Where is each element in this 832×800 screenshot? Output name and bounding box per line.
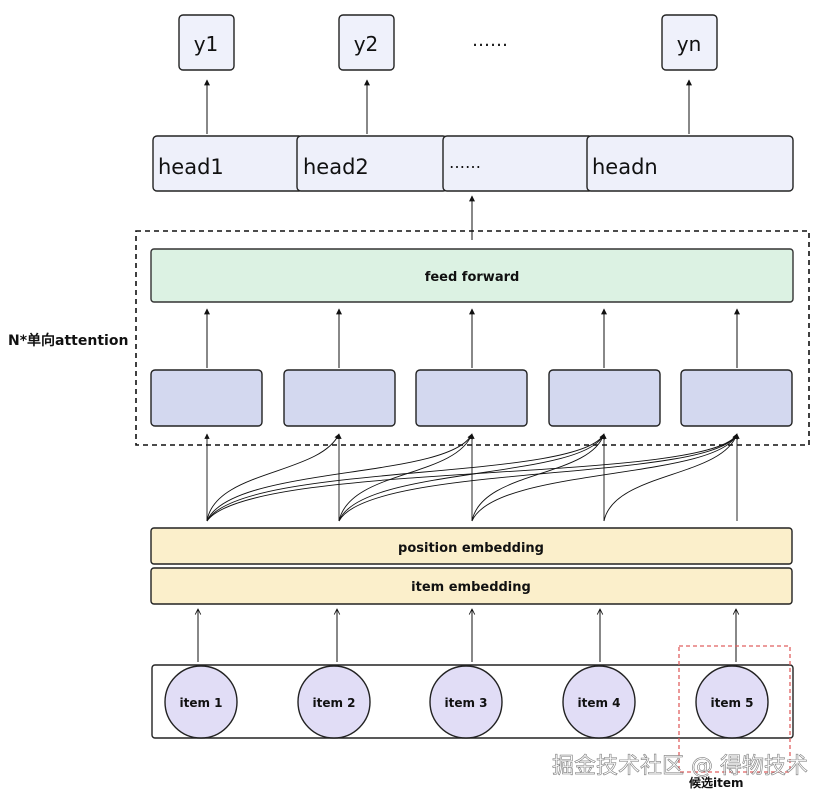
candidate-label: 候选item xyxy=(689,775,744,790)
position-embedding: position embedding xyxy=(150,527,793,565)
head-n: headn xyxy=(586,135,794,192)
attention-box-3 xyxy=(415,369,528,427)
output-y1-label: y1 xyxy=(194,32,219,56)
item-5: item 5 xyxy=(695,665,769,739)
attention-box-2 xyxy=(283,369,396,427)
output-y1: y1 xyxy=(178,14,235,71)
item-embedding: item embedding xyxy=(150,567,793,605)
item-4: item 4 xyxy=(562,665,636,739)
feed-forward-label: feed forward xyxy=(425,270,520,285)
items-to-embedding-arrows xyxy=(198,609,736,662)
item-3: item 3 xyxy=(429,665,503,739)
item-5-label: item 5 xyxy=(710,696,753,710)
head-ellipsis-label: …… xyxy=(449,153,481,172)
output-yn-label: yn xyxy=(677,32,702,56)
item-4-label: item 4 xyxy=(577,696,620,710)
output-y2: y2 xyxy=(338,14,395,71)
item-1-label: item 1 xyxy=(179,696,222,710)
attention-box-5 xyxy=(680,369,793,427)
item-3-label: item 3 xyxy=(444,696,487,710)
heads-row: head1 head2 …… headn xyxy=(152,135,794,192)
feed-forward-layer: feed forward xyxy=(150,248,794,303)
attention-block-border xyxy=(135,230,810,446)
head-to-output-arrows xyxy=(204,79,692,134)
attention-block-label: N*单向attention xyxy=(8,332,128,349)
head-1-label: head1 xyxy=(158,155,224,179)
item-2-label: item 2 xyxy=(312,696,355,710)
watermark: 掘金技术社区 @ 得物技术 xyxy=(552,754,808,779)
item-2: item 2 xyxy=(297,665,371,739)
attention-boxes xyxy=(150,369,793,427)
causal-attention-connections xyxy=(204,433,740,522)
attn-to-ff-arrows xyxy=(204,308,740,368)
item-embedding-label: item embedding xyxy=(411,580,531,595)
head-ellipsis: …… xyxy=(442,135,594,192)
head-1: head1 xyxy=(152,135,304,192)
output-y2-label: y2 xyxy=(354,32,379,56)
position-embedding-label: position embedding xyxy=(398,541,544,556)
head-n-label: headn xyxy=(592,155,658,179)
head-2: head2 xyxy=(296,135,448,192)
attention-box-1 xyxy=(150,369,263,427)
attention-box-4 xyxy=(548,369,661,427)
output-yn: yn xyxy=(661,14,718,71)
item-1: item 1 xyxy=(164,665,238,739)
output-ellipsis: …… xyxy=(472,30,508,51)
head-2-label: head2 xyxy=(303,155,369,179)
